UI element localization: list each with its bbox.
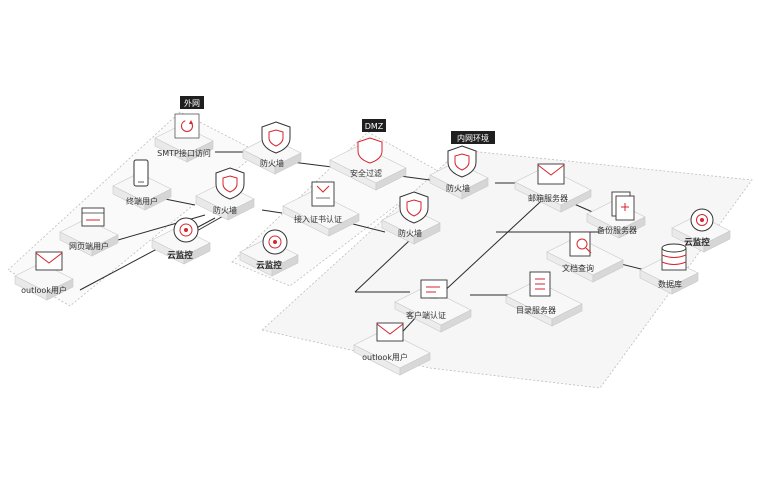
- svg-text:outlook用户: outlook用户: [362, 352, 408, 362]
- node-firewall-mid-ext[interactable]: 防火墙: [195, 167, 255, 221]
- node-firewall-top[interactable]: 防火墙: [242, 121, 302, 175]
- node-access-cert-auth[interactable]: 接入证书认证: [282, 181, 360, 237]
- zone-tag-internal: 内网环境: [451, 131, 495, 144]
- shield-icon: [399, 191, 429, 224]
- node-doc-query[interactable]: 文档查询: [546, 231, 624, 283]
- browser-window-icon: [81, 207, 105, 227]
- node-client-auth[interactable]: 客户端认证: [394, 279, 472, 333]
- node-cloud-monitor-int[interactable]: 云监控: [671, 208, 731, 253]
- shield-icon: [215, 167, 245, 200]
- svg-text:云监控: 云监控: [256, 260, 282, 271]
- svg-text:邮箱服务器: 邮箱服务器: [528, 193, 568, 203]
- refresh-icon: [180, 119, 194, 133]
- zone-tag-external: 外网: [180, 96, 204, 109]
- svg-text:云监控: 云监控: [167, 250, 193, 261]
- shield-icon: [447, 145, 477, 178]
- node-backup-server[interactable]: 备份服务器: [586, 191, 646, 239]
- mail-icon: [537, 163, 565, 185]
- svg-text:防火墙: 防火墙: [260, 158, 284, 168]
- mail-icon: [35, 251, 63, 271]
- svg-text:云监控: 云监控: [684, 237, 710, 248]
- svg-text:防火墙: 防火墙: [446, 183, 470, 193]
- monitor-icon: [420, 279, 448, 299]
- svg-text:内网环境: 内网环境: [457, 133, 489, 143]
- list-icon: [529, 271, 551, 297]
- target-icon: [262, 229, 288, 255]
- svg-text:数据库: 数据库: [658, 279, 682, 289]
- svg-text:DMZ: DMZ: [365, 122, 384, 131]
- svg-text:文档查询: 文档查询: [562, 263, 594, 273]
- svg-text:客户端认证: 客户端认证: [406, 310, 446, 320]
- node-outlook-user-ext[interactable]: outlook用户: [14, 251, 74, 301]
- phone-icon: [133, 159, 149, 187]
- shield-icon: [261, 121, 291, 154]
- svg-text:SMTP接口访问: SMTP接口访问: [157, 148, 211, 158]
- zone-tag-dmz: DMZ: [362, 119, 386, 132]
- svg-text:目录服务器: 目录服务器: [516, 305, 556, 315]
- svg-text:备份服务器: 备份服务器: [597, 225, 637, 235]
- svg-text:防火墙: 防火墙: [398, 228, 422, 238]
- mail-icon: [376, 322, 404, 342]
- svg-text:外网: 外网: [184, 98, 200, 108]
- node-cloud-monitor-ext[interactable]: 云监控: [151, 217, 211, 265]
- node-database[interactable]: 数据库: [639, 243, 699, 295]
- svg-text:网页端用户: 网页端用户: [69, 241, 109, 251]
- node-smtp-access[interactable]: SMTP接口访问: [154, 113, 214, 163]
- node-web-user[interactable]: 网页端用户: [59, 207, 119, 257]
- shield-icon: [357, 137, 383, 164]
- search-icon: [569, 231, 592, 257]
- node-firewall-internal-mid[interactable]: 防火墙: [381, 191, 441, 245]
- svg-text:接入证书认证: 接入证书认证: [294, 214, 342, 224]
- node-directory-server[interactable]: 目录服务器: [505, 271, 583, 327]
- svg-text:终端用户: 终端用户: [126, 196, 158, 206]
- document-icon: [611, 191, 635, 221]
- node-firewall-internal-top[interactable]: 防火墙: [429, 145, 489, 200]
- svg-text:防火墙: 防火墙: [213, 205, 237, 215]
- svg-text:安全过滤: 安全过滤: [350, 168, 382, 178]
- database-icon: [661, 243, 687, 271]
- node-security-filter[interactable]: 安全过滤: [329, 137, 407, 191]
- target-icon: [173, 217, 199, 243]
- node-mail-server[interactable]: 邮箱服务器: [514, 163, 592, 213]
- node-terminal-user[interactable]: 终端用户: [112, 159, 172, 211]
- node-outlook-user-int[interactable]: outlook用户: [353, 322, 431, 376]
- svg-text:outlook用户: outlook用户: [21, 285, 67, 295]
- target-icon: [690, 208, 714, 232]
- document-icon: [311, 181, 335, 207]
- node-cloud-monitor-dmz[interactable]: 云监控: [239, 229, 299, 277]
